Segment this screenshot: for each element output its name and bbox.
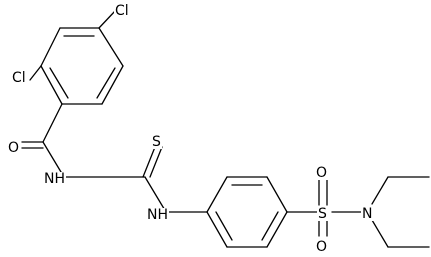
atom-label-backdrop bbox=[43, 172, 66, 186]
atom-label-nh-amide: NH bbox=[44, 171, 65, 187]
bond bbox=[371, 219, 389, 248]
atom-label-backdrop bbox=[317, 207, 328, 221]
atom-label-oxygen-sulfonyl-top: O bbox=[316, 165, 327, 181]
atom-label-cl-left: Cl bbox=[12, 70, 26, 86]
atom-label-nh-aryl: NH bbox=[147, 207, 168, 223]
bond bbox=[49, 67, 69, 99]
atom-labels: Cl Cl O NH S NH S O O N bbox=[7, 3, 374, 255]
bond bbox=[206, 211, 228, 248]
bond bbox=[98, 9, 117, 29]
atom-label-nitrogen-amine: N bbox=[362, 206, 372, 222]
atom-label-backdrop bbox=[151, 135, 162, 149]
bond bbox=[29, 65, 42, 81]
bond bbox=[371, 176, 389, 205]
atom-label-oxygen-sulfonyl-bottom: O bbox=[316, 239, 327, 255]
atom-label-sulfur-sulfonyl: S bbox=[318, 206, 327, 222]
bond bbox=[206, 176, 228, 213]
bond bbox=[142, 146, 156, 178]
bond bbox=[40, 65, 63, 105]
atom-label-backdrop bbox=[361, 207, 374, 221]
atom-label-oxygen-carbonyl: O bbox=[8, 140, 19, 156]
atom-label-backdrop bbox=[11, 71, 27, 85]
atom-label-backdrop bbox=[315, 166, 329, 180]
bond bbox=[266, 211, 288, 248]
bond bbox=[149, 146, 163, 178]
bonds bbox=[21, 9, 430, 248]
bond bbox=[266, 176, 288, 213]
atom-label-cl-top: Cl bbox=[115, 3, 129, 19]
bond bbox=[101, 65, 124, 105]
bond bbox=[261, 211, 279, 241]
atom-label-backdrop bbox=[315, 240, 329, 254]
bond bbox=[40, 27, 61, 67]
atom-label-backdrop bbox=[7, 141, 21, 155]
bond bbox=[144, 176, 167, 213]
bond bbox=[96, 67, 116, 99]
bond bbox=[42, 141, 65, 178]
atom-label-backdrop bbox=[146, 208, 169, 222]
atom-label-backdrop bbox=[114, 4, 130, 18]
bond bbox=[42, 103, 63, 143]
bond bbox=[98, 27, 124, 67]
bond bbox=[215, 211, 233, 241]
atom-label-sulfur-thio: S bbox=[152, 134, 161, 150]
